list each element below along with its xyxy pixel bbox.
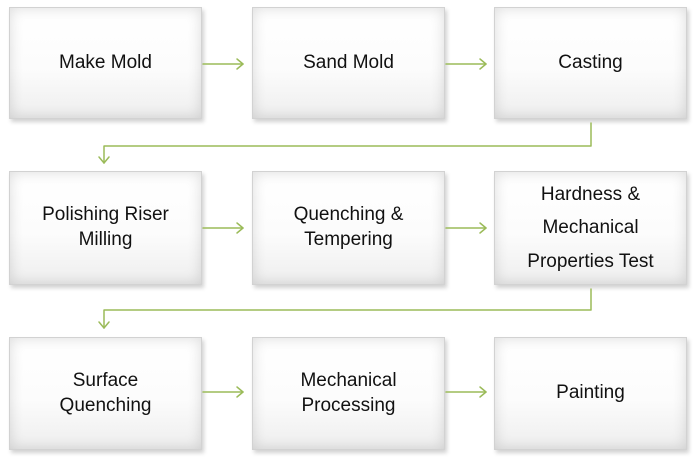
- arrow-sand-mold-to-casting: [445, 58, 487, 70]
- arrow-casting-to-polishing: [98, 122, 592, 164]
- step-label: Polishing Riser Milling: [42, 204, 169, 250]
- step-make-mold: Make Mold: [9, 7, 202, 119]
- step-sand-mold: Sand Mold: [252, 7, 445, 119]
- step-quenching-tempering: Quenching & Tempering: [252, 171, 445, 285]
- arrow-hardness-to-surface-quenching: [98, 288, 592, 329]
- step-label: Hardness & Mechanical Properties Test: [527, 184, 654, 272]
- step-label: Sand Mold: [303, 51, 394, 73]
- step-label: Mechanical Processing: [300, 369, 397, 416]
- step-label: Painting: [556, 382, 625, 404]
- arrow-make-mold-to-sand-mold: [202, 58, 244, 70]
- step-label: Quenching & Tempering: [293, 204, 404, 250]
- step-mechanical-processing: Mechanical Processing: [252, 337, 445, 450]
- step-painting: Painting: [494, 337, 687, 450]
- step-label: Casting: [558, 51, 623, 73]
- step-polishing-riser-milling: Polishing Riser Milling: [9, 171, 202, 285]
- arrow-polishing-to-quenching: [202, 222, 244, 234]
- step-casting: Casting: [494, 7, 687, 119]
- arrow-quenching-to-hardness: [445, 222, 487, 234]
- step-label: Surface Quenching: [59, 369, 152, 416]
- step-surface-quenching: Surface Quenching: [9, 337, 202, 450]
- step-hardness-mechanical-properties-test: Hardness & Mechanical Properties Test: [494, 171, 687, 285]
- arrow-mechanical-processing-to-painting: [445, 386, 487, 398]
- step-label: Make Mold: [59, 51, 152, 73]
- arrow-surface-quenching-to-mechanical-processing: [202, 386, 244, 398]
